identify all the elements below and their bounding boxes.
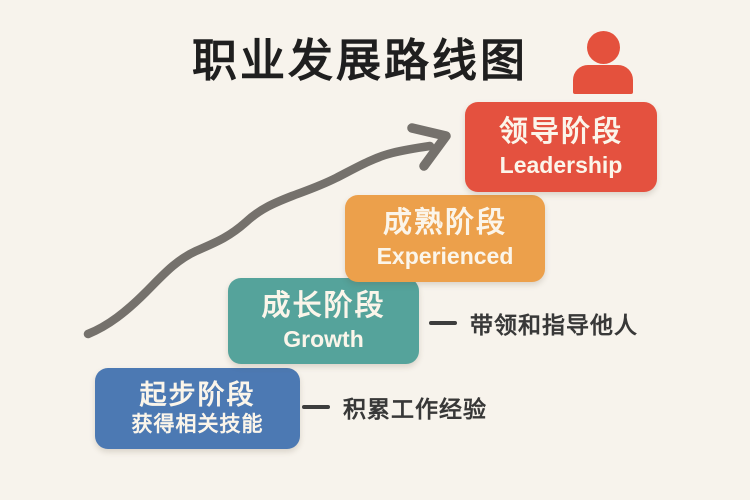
- annotation-text: 带领和指导他人: [470, 312, 638, 338]
- stage-title-experienced: 成熟阶段: [382, 207, 507, 240]
- annotation-start-stage: 积累工作经验: [302, 392, 487, 422]
- annotation-text: 积累工作经验: [343, 396, 487, 422]
- person-icon-body: [573, 65, 633, 94]
- page-title: 职业发展路线图: [191, 35, 528, 86]
- person-icon: [573, 31, 633, 95]
- growth-arrow-head: [407, 123, 451, 171]
- annotation-growth-stage: 带领和指导他人: [429, 308, 638, 338]
- stage-box-start: 起步阶段 获得相关技能: [95, 368, 300, 449]
- stage-box-leadership: 领导阶段 Leadership: [465, 102, 657, 192]
- stage-subtitle-start: 获得相关技能: [131, 412, 264, 436]
- stage-box-experienced: 成熟阶段 Experienced: [345, 195, 545, 282]
- stage-subtitle-leadership: Leadership: [499, 151, 623, 178]
- stage-subtitle-growth: Growth: [283, 325, 364, 352]
- person-icon-head: [586, 31, 620, 64]
- annotation-dash-icon: [302, 405, 330, 409]
- stage-title-leadership: 领导阶段: [498, 115, 623, 148]
- stage-box-growth: 成长阶段 Growth: [228, 278, 419, 364]
- growth-arrow-shaft: [83, 141, 435, 339]
- stage-subtitle-experienced: Experienced: [376, 243, 514, 270]
- stage-title-start: 起步阶段: [139, 379, 256, 410]
- stage-title-growth: 成长阶段: [261, 289, 386, 322]
- annotation-dash-icon: [429, 321, 457, 325]
